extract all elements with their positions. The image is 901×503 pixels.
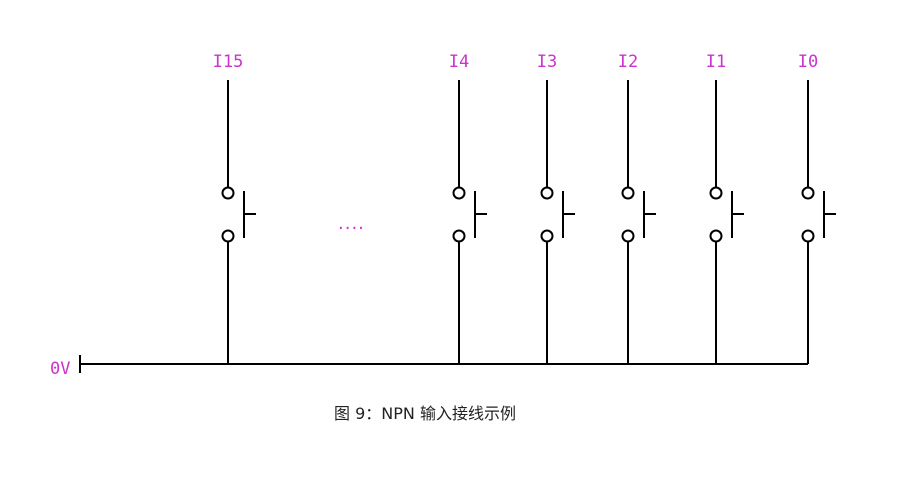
switch-terminal-upper <box>709 186 723 200</box>
switch-terminal-lower <box>221 229 235 243</box>
ellipsis-marker: .... <box>338 213 365 234</box>
input-switch-i15: I15 <box>213 52 256 364</box>
switch-terminal-upper <box>540 186 554 200</box>
input-label: I1 <box>706 52 726 72</box>
switch-terminal-upper <box>221 186 235 200</box>
switch-terminal-lower <box>452 229 466 243</box>
switch-group: I15 I4 I3 I2 I1 I0 <box>213 52 836 364</box>
input-label: I3 <box>537 52 557 72</box>
input-label: I4 <box>449 52 469 72</box>
input-switch-i2: I2 <box>618 52 656 364</box>
figure-caption: 图 9：NPN 输入接线示例 <box>334 404 516 423</box>
switch-terminal-lower <box>621 229 635 243</box>
input-label: I15 <box>213 52 244 72</box>
switch-terminal-lower <box>540 229 554 243</box>
input-label: I2 <box>618 52 638 72</box>
input-switch-i4: I4 <box>449 52 487 364</box>
ground-label: 0V <box>50 359 70 379</box>
switch-terminal-upper <box>801 186 815 200</box>
switch-terminal-lower <box>801 229 815 243</box>
input-label: I0 <box>798 52 818 72</box>
input-switch-i1: I1 <box>706 52 744 364</box>
switch-terminal-lower <box>709 229 723 243</box>
input-switch-i0: I0 <box>798 52 836 364</box>
switch-terminal-upper <box>452 186 466 200</box>
switch-terminal-upper <box>621 186 635 200</box>
input-switch-i3: I3 <box>537 52 575 364</box>
